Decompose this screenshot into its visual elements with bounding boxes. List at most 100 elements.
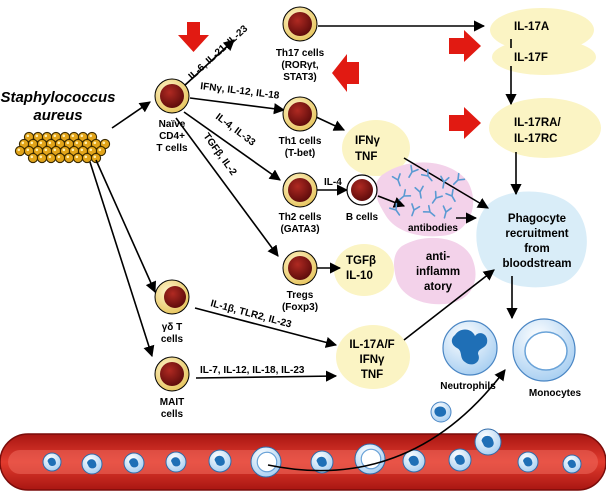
blood-cell-nucleus <box>129 458 139 468</box>
red-arrow-down <box>178 22 209 52</box>
th1-out-line2: TNF <box>355 151 377 163</box>
gd-cell-nucleus <box>164 286 186 308</box>
bacterium-highlight <box>26 134 30 138</box>
treg-cell-nucleus <box>288 256 312 280</box>
bacterium <box>90 152 102 164</box>
naive-label-line1: Naïve <box>159 119 186 130</box>
bacterium-highlight <box>93 141 97 145</box>
il17r-label-line1: IL-17RA/ <box>514 117 561 129</box>
bacterium <box>81 152 93 164</box>
edge-label-th2: IL-4, IL-33 <box>213 112 257 149</box>
edge-bcell-antibodies <box>377 195 406 208</box>
vessel-cells <box>42 428 582 478</box>
th1-label-line1: Th1 cells <box>279 136 322 147</box>
th2-label-line2: (GATA3) <box>280 224 319 235</box>
inn-out-line1: IL-17A/F <box>349 339 394 351</box>
antibody-icon <box>398 188 412 201</box>
edge-label-mait: IL-7, IL-12, IL-18, IL-23 <box>200 365 305 376</box>
bacterium-highlight <box>39 141 43 145</box>
il17a-bg <box>490 8 594 52</box>
bacterium <box>14 145 26 157</box>
extravasation-arrow <box>267 369 506 472</box>
th17-label-line2: (RORγt, <box>281 60 318 71</box>
blood-cell-nucleus <box>567 459 576 468</box>
antibodies-label: antibodies <box>408 223 458 234</box>
mait-cell: MAIT cells <box>154 356 190 420</box>
naive-label-line3: T cells <box>156 143 188 154</box>
th1-out-bg <box>342 120 410 176</box>
il17r-bg <box>489 98 601 158</box>
pathogen-label-line1: Staphylococcus <box>0 89 115 106</box>
monocyte: Monocytes <box>512 318 582 399</box>
gd-label-line2: cells <box>161 334 184 345</box>
bacterium-highlight <box>53 148 57 152</box>
pathogen-label-line2: aureus <box>33 107 82 124</box>
naive-label-line2: CD4+ <box>159 131 185 142</box>
blood-cell-nucleus <box>481 435 494 448</box>
antibody-icon <box>414 185 424 199</box>
blood-cell-nucleus <box>214 455 225 466</box>
mait-cell-nucleus <box>160 362 184 386</box>
bacterium <box>45 152 57 164</box>
antibody-icon <box>389 202 401 216</box>
anti-inflam-line2: inflamm <box>416 266 460 278</box>
staphylococcus-label: Staphylococcus aureus <box>0 89 115 124</box>
edge-label-th2-b: IL-4 <box>324 177 342 188</box>
bacterium-highlight <box>26 148 30 152</box>
blood-cell-nucleus <box>47 457 56 466</box>
blood-cell-nucleus <box>171 457 181 467</box>
bacterium-highlight <box>48 155 52 159</box>
bacterium-highlight <box>80 148 84 152</box>
neutrophil: Neutrophils <box>440 320 498 392</box>
edge-labels: IL-6, IL-21, IL-23 IFNγ, IL-12, IL-18 IL… <box>187 23 343 376</box>
bacterium-highlight <box>57 141 61 145</box>
bacterium-highlight <box>66 155 70 159</box>
blood-cell-nucleus <box>87 459 97 469</box>
phago-line4: bloodstream <box>502 258 571 270</box>
bacterium-highlight <box>44 134 48 138</box>
bacterium-highlight <box>30 141 34 145</box>
phago-blob <box>476 191 587 288</box>
bacterium-highlight <box>93 155 97 159</box>
edge-pathogen-mait <box>89 161 155 358</box>
edge-innout-phago <box>403 269 495 341</box>
inn-out-line3: TNF <box>361 369 383 381</box>
bacterium-highlight <box>53 134 57 138</box>
th1-cell: Th1 cells (T-bet) <box>279 96 322 159</box>
b-cell-label: B cells <box>346 212 379 223</box>
bacterium-highlight <box>39 155 43 159</box>
inn-out-line2: IFNγ <box>360 354 386 366</box>
th2-label-line1: Th2 cells <box>279 212 322 223</box>
naive-cell-nucleus <box>160 84 184 108</box>
bacterium-highlight <box>44 148 48 152</box>
edge-pathogen-gd <box>95 159 156 294</box>
outcome-labels: IL-17A IL-17F IL-17RA/ IL-17RC IFNγ TNF … <box>346 21 572 381</box>
th2-cell-nucleus <box>288 178 312 202</box>
blood-cell-nucleus <box>256 451 278 473</box>
bacterium-highlight <box>62 148 66 152</box>
b-cell: B cells <box>346 174 379 223</box>
bacterium-highlight <box>48 141 52 145</box>
bacterium-highlight <box>84 155 88 159</box>
th1-label-line2: (T-bet) <box>285 148 316 159</box>
phago-line1: Phagocyte <box>508 213 566 225</box>
bacterium-highlight <box>98 148 102 152</box>
bacterium-highlight <box>66 141 70 145</box>
bacterium <box>54 152 66 164</box>
antibody-icon <box>408 164 419 178</box>
bacterium-highlight <box>89 134 93 138</box>
inn-out-bg <box>336 325 410 389</box>
bacterium-highlight <box>89 148 93 152</box>
edge-label-th1: IFNγ, IL-12, IL-18 <box>200 81 281 102</box>
phago-line3: from <box>524 243 550 255</box>
red-arrow-right-il17f <box>449 30 481 62</box>
edge-naive-treg <box>175 117 279 257</box>
anti-inflam-blob <box>394 237 476 305</box>
neutrophils-label: Neutrophils <box>440 381 496 392</box>
anti-inflam-line1: anti- <box>426 251 450 263</box>
treg-out-bg <box>334 244 394 296</box>
th17-label-line3: STAT3) <box>283 72 317 83</box>
bacteria-cluster <box>14 131 111 164</box>
treg-out-line2: IL-10 <box>346 270 373 282</box>
